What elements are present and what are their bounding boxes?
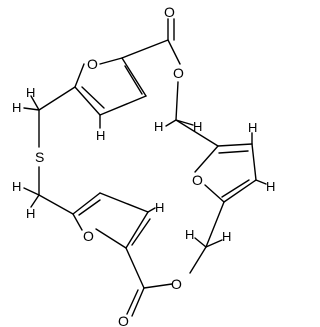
bond xyxy=(125,211,149,249)
bond xyxy=(165,119,177,127)
furan-oxygen-upper: O xyxy=(87,56,98,72)
bond xyxy=(124,65,143,95)
bond xyxy=(99,57,123,65)
bond xyxy=(143,283,173,289)
hydrogen-label: H xyxy=(26,85,35,100)
furan-oxygen-lower: O xyxy=(83,228,94,244)
bond xyxy=(121,57,147,97)
hydrogen-label: H xyxy=(12,100,21,115)
bond xyxy=(38,86,76,111)
bond xyxy=(23,107,40,111)
hydrogen-label: H xyxy=(248,120,257,135)
hydrogen-label: H xyxy=(266,179,275,194)
bond xyxy=(175,119,219,147)
bond xyxy=(147,207,156,213)
bond xyxy=(194,237,207,248)
carbonyl-oxygen-top: O xyxy=(164,4,175,20)
bond xyxy=(126,289,139,315)
atom-labels: O O O O S O O O xyxy=(35,4,203,327)
bond xyxy=(189,246,207,274)
bond xyxy=(175,81,179,121)
bond xyxy=(74,86,101,116)
bond xyxy=(72,192,101,215)
bond xyxy=(99,95,147,116)
furan-oxygen-right: O xyxy=(192,172,203,188)
hydrogen-label: H xyxy=(185,227,194,242)
bond xyxy=(23,187,40,196)
bond xyxy=(121,39,169,59)
bond xyxy=(95,228,127,249)
hydrogen-labels: H H H H H H H H H H H H xyxy=(12,85,275,244)
bond xyxy=(221,179,250,198)
bond xyxy=(72,213,83,231)
bond xyxy=(30,95,40,111)
bond xyxy=(74,63,85,88)
bond xyxy=(255,179,267,185)
bond xyxy=(217,143,253,147)
bond xyxy=(251,143,257,181)
bond xyxy=(205,239,223,248)
ester-oxygen-top: O xyxy=(173,65,184,81)
bond xyxy=(81,86,105,109)
bond xyxy=(167,39,181,65)
bond xyxy=(218,150,249,154)
hydrogen-label: H xyxy=(222,229,231,244)
hydrogen-label: H xyxy=(96,128,105,143)
chemical-structure-canvas: O O O O S O O O H H H H H H H H H H H H xyxy=(12,4,276,327)
hydrogen-label: H xyxy=(12,179,21,194)
bond xyxy=(30,194,40,208)
bond xyxy=(223,179,257,203)
bond xyxy=(131,218,151,246)
hydrogen-label: H xyxy=(26,206,35,221)
bond xyxy=(194,145,219,173)
bond xyxy=(204,184,225,203)
carbonyl-oxygen-bottom: O xyxy=(118,313,129,327)
thioether-sulfur: S xyxy=(35,149,44,165)
bond xyxy=(131,287,145,317)
bond xyxy=(38,194,74,215)
bond xyxy=(175,119,194,126)
hydrogen-label: H xyxy=(193,119,202,134)
ester-oxygen-bottom: O xyxy=(171,276,182,292)
bond xyxy=(99,192,149,213)
bonds xyxy=(23,18,267,317)
molecule-diagram: O O O O S O O O H H H H H H H H H H H H xyxy=(12,4,275,327)
bond xyxy=(78,199,101,216)
hydrogen-label: H xyxy=(154,119,163,134)
hydrogen-label: H xyxy=(155,200,164,215)
bond xyxy=(205,201,225,248)
bond xyxy=(125,247,145,289)
